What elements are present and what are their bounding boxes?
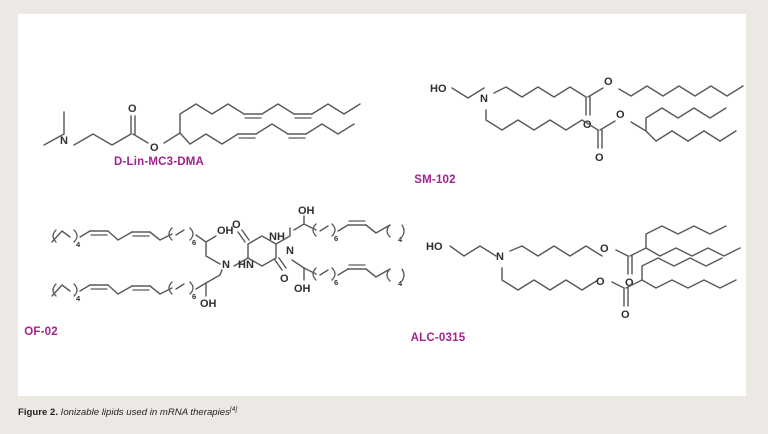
atom-label-o-carbonyl-2: O [595,152,604,164]
subscript-6-d: 6 [334,278,338,287]
of-02-diagram: 4 6 OH N [51,205,405,310]
atom-label-o-carbonyl-1: O [625,277,634,289]
subscript-4-b: 4 [76,294,81,303]
structure-alc-0315: HO N O O O [411,222,748,362]
d-lin-mc3-dma-diagram: N O O [43,103,361,154]
atom-label-o-carbonyl-1: O [583,119,592,131]
atom-label-o-carbonyl: O [128,103,137,115]
atom-label-o-ester-2: O [616,109,625,121]
atom-label-n-left: N [222,259,230,271]
caption-reference: [4] [229,406,238,413]
atom-label-oh-b: OH [200,298,217,310]
subscript-4-c: 4 [398,235,403,244]
atom-label-ho: HO [430,83,447,95]
atom-label-o-ester-1: O [600,243,609,255]
structure-of-02: 4 6 OH N [24,204,406,338]
subscript-6-a: 6 [192,238,196,247]
structure-label-of-02: OF-02 [24,326,58,338]
atom-label-n: N [496,251,504,263]
atom-label-n: N [480,93,488,105]
figure-caption: Figure 2. Ionizable lipids used in mRNA … [18,406,237,418]
structure-label-d-lin-mc3-dma: D-Lin-MC3-DMA [113,156,205,168]
structure-label-sm-102: SM-102 [414,174,456,186]
atom-label-oh-a: OH [217,225,234,237]
subscript-4-a: 4 [76,240,81,249]
alc-0315-diagram: HO N O O O [426,225,741,321]
atom-label-o-ester-1: O [604,76,613,88]
atom-label-o-ring-2: O [280,273,289,285]
subscript-6-b: 6 [192,292,196,301]
structure-label-alc-0315: ALC-0315 [410,332,466,344]
structure-d-lin-mc3-dma: N O O [24,72,374,172]
sm-102-diagram: HO N O O O [430,76,744,164]
subscript-6-c: 6 [334,234,338,243]
atom-label-n: N [60,135,68,147]
atom-label-n-right: N [286,245,294,257]
atom-label-o-ring-1: O [232,219,241,231]
atom-label-o-ester-2: O [596,276,605,288]
subscript-4-d: 4 [398,279,403,288]
atom-label-o-ester: O [150,142,159,154]
atom-label-o-carbonyl-2: O [621,309,630,321]
atom-label-oh-d: OH [294,283,311,295]
atom-label-nh-ring-1: NH [269,231,285,243]
caption-head: Figure 2. [18,407,58,419]
structure-sm-102: HO N O O O [414,62,748,186]
caption-body: Ionizable lipids used in mRNA therapies [60,407,230,419]
figure-panel: N O O [18,14,746,396]
atom-label-hn-ring-2: HN [238,259,254,271]
atom-label-oh-c: OH [298,205,315,217]
atom-label-ho: HO [426,241,443,253]
